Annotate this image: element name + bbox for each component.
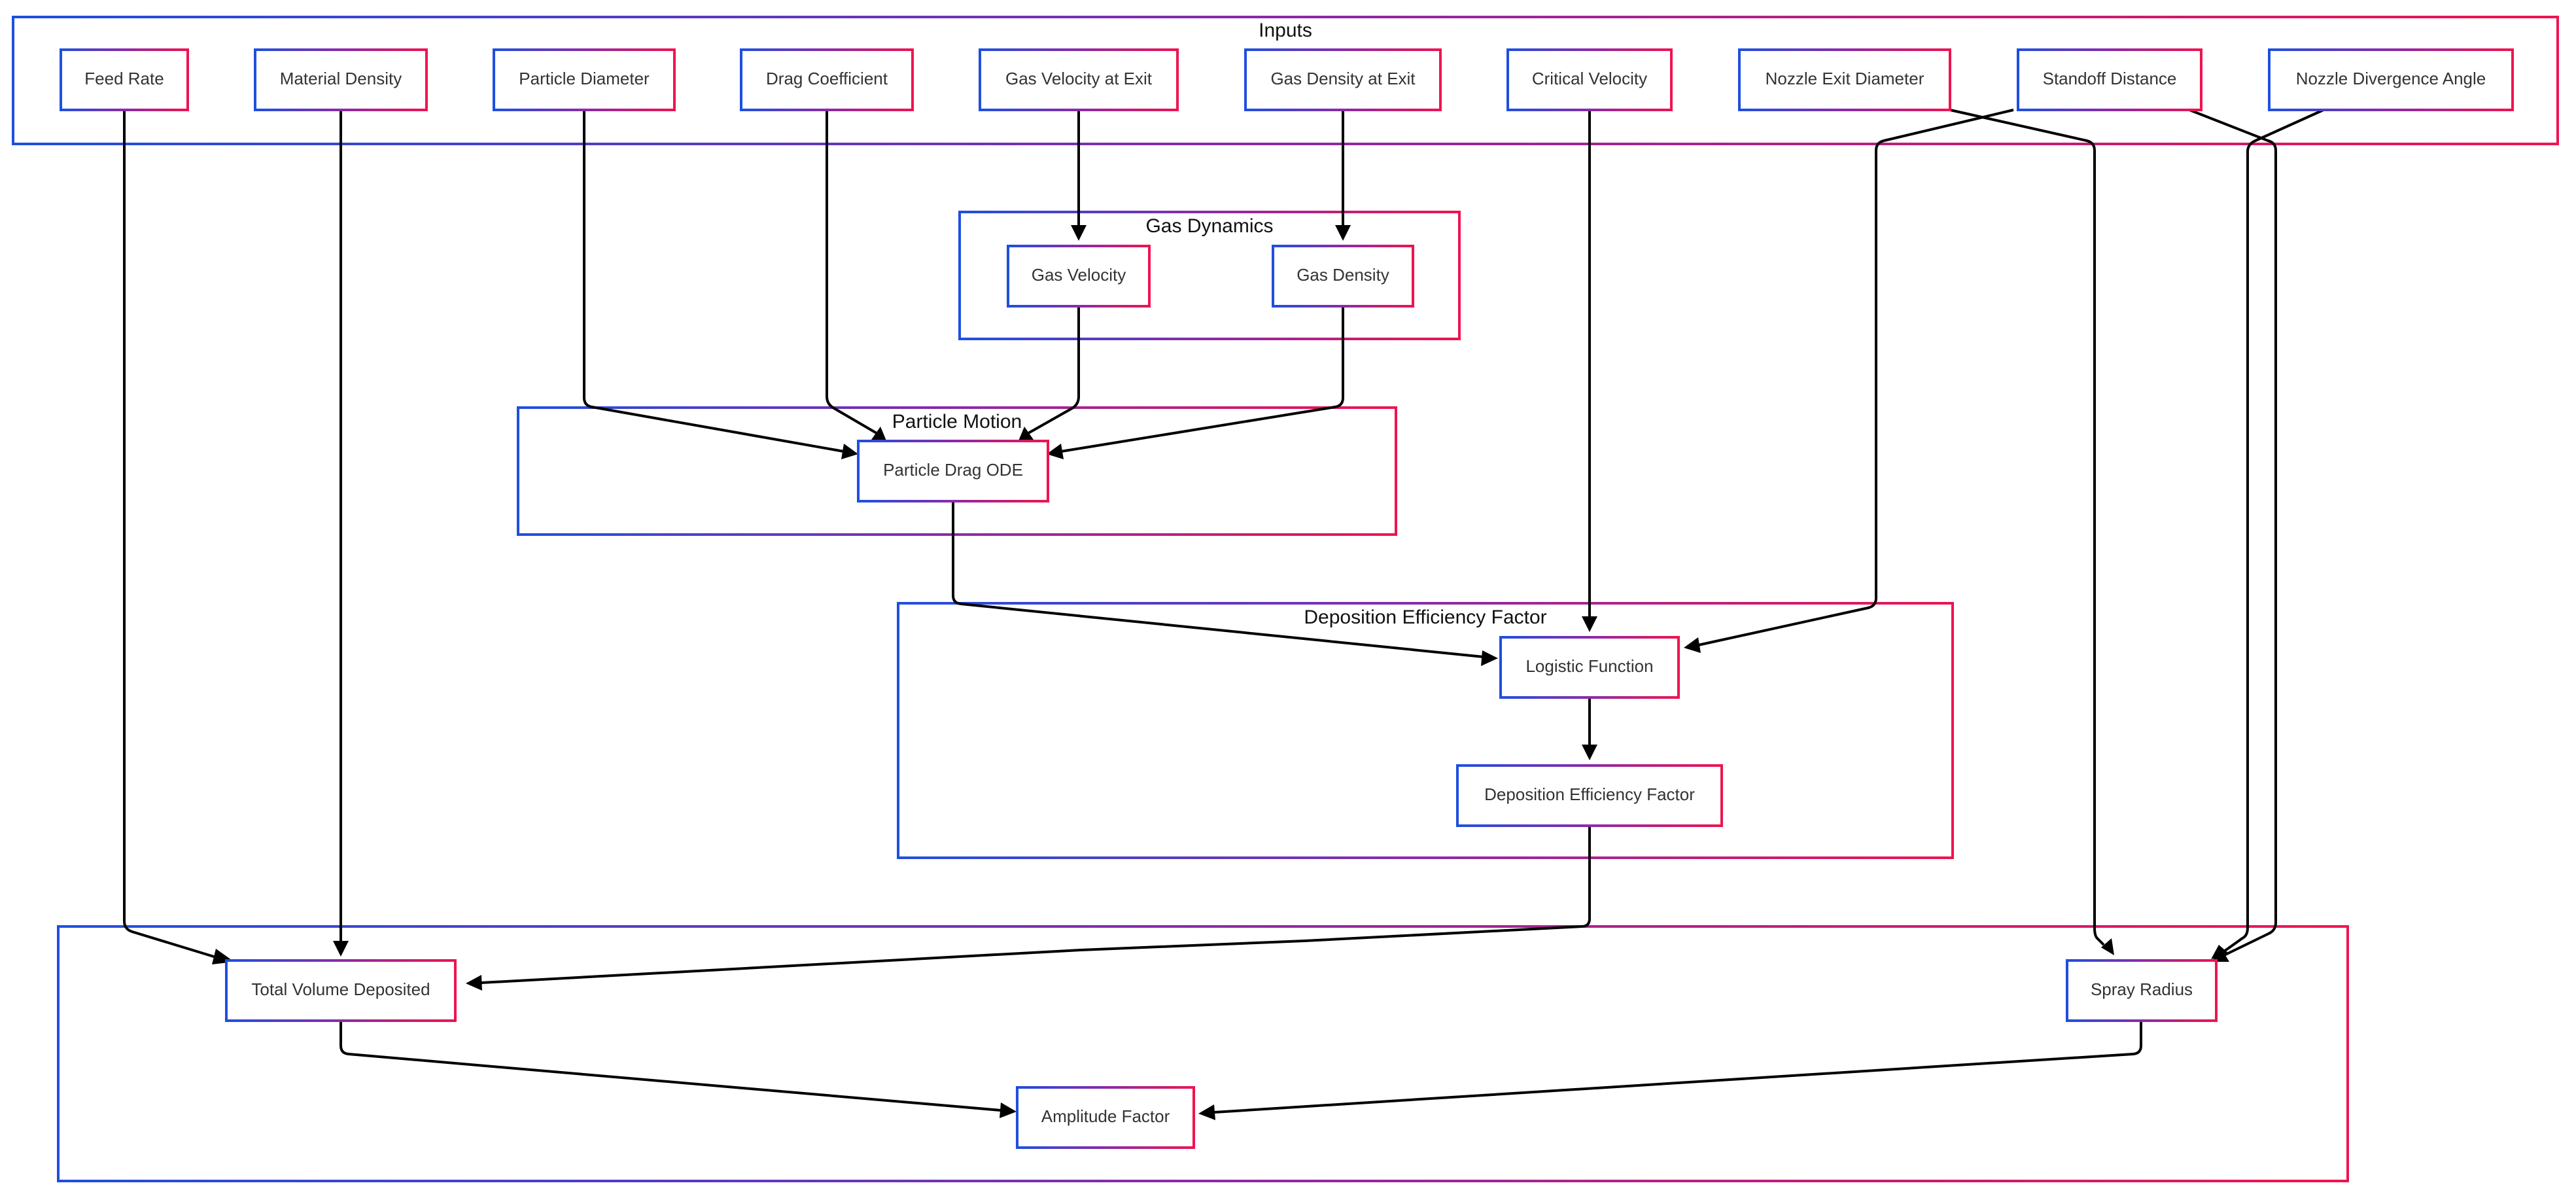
- arrowhead-drag-ode-2: [871, 427, 887, 442]
- node-logistic-function[interactable]: Logistic Function: [1499, 636, 1680, 699]
- arrowhead-drag-ode-4: [1047, 444, 1064, 459]
- cluster-inputs-title: Inputs: [1259, 20, 1312, 41]
- arrowhead-logistic-3: [1684, 637, 1701, 653]
- node-logistic-function-label: Logistic Function: [1525, 656, 1653, 676]
- node-amplitude-factor-label: Amplitude Factor: [1041, 1106, 1170, 1126]
- node-nozzle-divergence-angle[interactable]: Nozzle Divergence Angle: [2268, 48, 2514, 111]
- node-standoff-distance-label: Standoff Distance: [2043, 69, 2177, 88]
- edge-feed-rate-to-total-volume: [123, 110, 217, 959]
- node-total-volume-deposited-label: Total Volume Deposited: [251, 979, 430, 999]
- node-gas-velocity-label: Gas Velocity: [1032, 265, 1126, 285]
- edge-total-volume-to-amplitude: [339, 1021, 1001, 1112]
- arrowhead-drag-ode-3: [1018, 427, 1034, 442]
- node-deposition-efficiency-factor[interactable]: Deposition Efficiency Factor: [1456, 764, 1723, 827]
- node-drag-coefficient[interactable]: Drag Coefficient: [740, 48, 914, 111]
- node-critical-velocity-label: Critical Velocity: [1532, 69, 1647, 88]
- arrowhead-total-volume-3: [466, 975, 482, 991]
- cluster-gas-dynamics-title: Gas Dynamics: [1145, 215, 1273, 237]
- cluster-particle-motion: Particle Motion: [517, 406, 1397, 536]
- arrowhead-spray-radius-3: [2211, 945, 2229, 959]
- edge-drag-coefficient-to-drag-ode: [826, 110, 878, 434]
- node-nozzle-divergence-angle-label: Nozzle Divergence Angle: [2296, 69, 2486, 88]
- node-drag-coefficient-label: Drag Coefficient: [766, 69, 888, 88]
- cluster-inputs: Inputs: [12, 16, 2559, 145]
- edge-standoff-to-spray-radius: [2189, 109, 2277, 957]
- node-particle-drag-ode[interactable]: Particle Drag ODE: [857, 440, 1049, 502]
- cluster-outputs: [57, 925, 2349, 1182]
- node-standoff-distance[interactable]: Standoff Distance: [2017, 48, 2202, 111]
- node-deposition-efficiency-factor-label: Deposition Efficiency Factor: [1484, 784, 1695, 804]
- cluster-particle-motion-title: Particle Motion: [892, 411, 1022, 432]
- edge-particle-diameter-to-drag-ode: [583, 110, 844, 453]
- node-particle-drag-ode-label: Particle Drag ODE: [883, 460, 1023, 480]
- node-nozzle-exit-diameter-label: Nozzle Exit Diameter: [1766, 69, 1924, 88]
- node-critical-velocity[interactable]: Critical Velocity: [1506, 48, 1673, 111]
- node-spray-radius-label: Spray Radius: [2091, 979, 2193, 999]
- cluster-deposition-title: Deposition Efficiency Factor: [1304, 607, 1546, 628]
- arrowhead-drag-ode-1: [841, 444, 858, 459]
- node-gas-velocity[interactable]: Gas Velocity: [1007, 245, 1151, 308]
- edge-gas-density-to-drag-ode: [1060, 306, 1344, 453]
- node-spray-radius[interactable]: Spray Radius: [2066, 959, 2218, 1022]
- arrowheads: [212, 225, 2229, 1120]
- arrowhead-amplitude-1: [1000, 1102, 1017, 1118]
- node-material-density[interactable]: Material Density: [254, 48, 428, 111]
- node-particle-diameter[interactable]: Particle Diameter: [493, 48, 676, 111]
- node-gas-density-at-exit-label: Gas Density at Exit: [1270, 69, 1416, 88]
- edge-gas-velocity-to-drag-ode: [1028, 306, 1080, 434]
- arrowhead-gas-velocity: [1071, 225, 1087, 241]
- node-gas-velocity-at-exit[interactable]: Gas Velocity at Exit: [979, 48, 1179, 111]
- nodes: Feed Rate Material Density Particle Diam…: [60, 48, 2514, 1149]
- cluster-gas-dynamics: Gas Dynamics: [958, 211, 1461, 340]
- arrowhead-total-volume-2: [333, 941, 349, 957]
- node-material-density-label: Material Density: [280, 69, 402, 88]
- edge-nozzle-exit-diameter-to-spray-radius: [1949, 109, 2105, 946]
- node-feed-rate-label: Feed Rate: [84, 69, 164, 88]
- arrowhead-amplitude-2: [1198, 1104, 1215, 1120]
- node-gas-velocity-at-exit-label: Gas Velocity at Exit: [1005, 69, 1153, 88]
- node-gas-density-at-exit[interactable]: Gas Density at Exit: [1244, 48, 1442, 111]
- arrowhead-logistic-1: [1582, 616, 1597, 632]
- arrowhead-gas-density: [1335, 225, 1351, 241]
- node-gas-density-label: Gas Density: [1297, 265, 1389, 285]
- arrowhead-deposition-factor: [1582, 745, 1597, 760]
- node-feed-rate[interactable]: Feed Rate: [60, 48, 189, 111]
- node-total-volume-deposited[interactable]: Total Volume Deposited: [225, 959, 457, 1022]
- node-gas-density[interactable]: Gas Density: [1272, 245, 1414, 308]
- node-nozzle-exit-diameter[interactable]: Nozzle Exit Diameter: [1738, 48, 1951, 111]
- node-particle-diameter-label: Particle Diameter: [519, 69, 650, 88]
- edges: [123, 109, 2324, 1114]
- node-amplitude-factor[interactable]: Amplitude Factor: [1016, 1086, 1195, 1149]
- arrowhead-spray-radius-1: [2101, 938, 2114, 955]
- edge-standoff-to-logistic: [1697, 109, 2014, 646]
- edge-drag-ode-to-logistic: [952, 501, 1484, 658]
- cluster-deposition-efficiency: Deposition Efficiency Factor: [897, 602, 1954, 859]
- edge-divergence-angle-to-spray-radius: [2223, 109, 2324, 953]
- edge-deposition-factor-to-total-volume: [481, 826, 1591, 984]
- edge-spray-radius-to-amplitude: [1213, 1021, 2142, 1114]
- arrowhead-logistic-2: [1481, 650, 1498, 666]
